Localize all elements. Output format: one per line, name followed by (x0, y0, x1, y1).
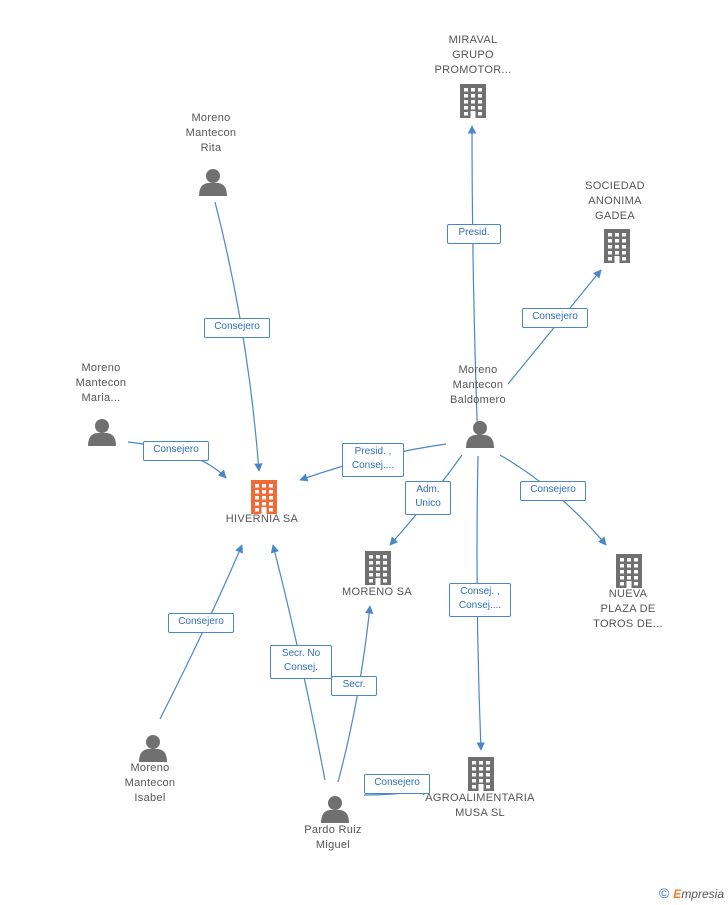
node-label-line: MUSA SL (455, 807, 505, 819)
edge-label-text: Presid. (458, 227, 490, 238)
edge-label-pardo-morenosa[interactable]: Secr. (331, 676, 377, 696)
node-label-line: ANONIMA (588, 195, 642, 207)
edge-label-text: Consejero (530, 484, 576, 495)
footer: ©Empresia (659, 885, 724, 901)
node-label-line: SOCIEDAD (585, 180, 645, 192)
node-label-line: GADEA (594, 210, 635, 222)
edge-label-isabel-hivernia[interactable]: Consejero (168, 613, 234, 633)
edge-label-text: Consej. (284, 662, 318, 673)
edge-pardo-morenosa (337, 605, 374, 783)
edge-label-text: Secr. No (281, 648, 321, 659)
node-label-line: Moreno (458, 364, 498, 376)
node-label-line: Moreno (191, 112, 231, 124)
node-label-morenosa[interactable]: MORENO SA (317, 585, 437, 600)
node-label-line: MIRAVAL (448, 34, 498, 46)
edge-label-pardo-hivernia[interactable]: Secr. No Consej. (270, 645, 332, 679)
edge-label-text: Consejero (214, 321, 260, 332)
node-label-line: Mantecon (185, 127, 237, 139)
edge-label-text: Consejero (153, 444, 199, 455)
node-label-line: Mantecon (75, 377, 127, 389)
node-label-line: Pardo Ruiz (304, 824, 362, 836)
edge-label-text: Unico (415, 498, 441, 509)
building-icon-miraval[interactable] (460, 84, 486, 118)
edge-label-text: Secr. (342, 679, 366, 690)
building-icon-hivernia[interactable] (251, 480, 277, 514)
edge-label-baldomero-sociedad[interactable]: Consejero (522, 308, 588, 328)
person-icon-baldomero[interactable] (466, 421, 494, 448)
node-label-line: Moreno (130, 762, 170, 774)
node-label-line: Isabel (134, 792, 166, 804)
node-label-line: Mantecon (452, 379, 504, 391)
building-icon-nueva[interactable] (616, 554, 642, 588)
node-label-line: Mantecon (124, 777, 176, 789)
edge-label-text: Consejero (374, 777, 420, 788)
edge-label-baldomero-hivernia[interactable]: Presid. , Consej.... (342, 443, 404, 477)
edge-label-baldomero-agro[interactable]: Consej. , Consej.... (449, 583, 511, 617)
person-icon-pardo[interactable] (321, 796, 349, 823)
brand-logo-text: mpresia (681, 887, 724, 901)
building-icon-agro[interactable] (468, 757, 494, 791)
node-label-line: Baldomero (450, 394, 506, 406)
node-label-line: Miguel (315, 839, 351, 851)
node-label-line: MORENO SA (342, 586, 412, 598)
node-label-line: TOROS DE... (593, 618, 663, 630)
edge-label-text: Presid. , (354, 446, 392, 457)
node-label-line: HIVERNIA SA (225, 513, 299, 525)
person-icon-isabel[interactable] (139, 735, 167, 762)
icons-layer (88, 84, 642, 823)
node-label-line: Moreno (81, 362, 121, 374)
node-label-agro[interactable]: AGROALIMENTARIA MUSA SL (420, 791, 540, 821)
edge-label-pardo-agro[interactable]: Consejero (364, 774, 430, 794)
edge-label-maria-hivernia[interactable]: Consejero (143, 441, 209, 461)
node-label-line: Maria... (81, 392, 121, 404)
edge-label-rita-hivernia[interactable]: Consejero (204, 318, 270, 338)
node-label-sociedad[interactable]: SOCIEDAD ANONIMA GADEA (555, 179, 675, 224)
edge-label-baldomero-nueva[interactable]: Consejero (520, 481, 586, 501)
person-icon-maria[interactable] (88, 419, 116, 446)
node-label-miraval[interactable]: MIRAVAL GRUPO PROMOTOR... (413, 33, 533, 78)
node-label-hivernia[interactable]: HIVERNIA SA (202, 512, 322, 527)
copyright-symbol: © (658, 885, 670, 901)
edge-label-text: Consejero (532, 311, 578, 322)
node-label-line: NUEVA (608, 588, 648, 600)
edge-label-baldomero-morenosa[interactable]: Adm. Unico (405, 481, 451, 515)
edge-label-text: Consej.... (351, 460, 395, 471)
edge-label-text: Consejero (178, 616, 224, 627)
edge-baldomero-miraval (467, 125, 479, 448)
building-icon-sociedad[interactable] (604, 229, 630, 263)
edge-label-baldomero-miraval[interactable]: Presid. (447, 224, 501, 244)
brand-logo-letter: E (673, 887, 682, 901)
node-label-line: Rita (200, 142, 222, 154)
node-label-line: PROMOTOR... (434, 64, 512, 76)
node-label-line: AGROALIMENTARIA (425, 792, 535, 804)
node-label-nueva[interactable]: NUEVA PLAZA DE TOROS DE... (568, 587, 688, 632)
edge-label-text: Consej. , (460, 586, 500, 597)
edge-label-text: Adm. (416, 484, 440, 495)
edge-label-text: Consej.... (458, 600, 502, 611)
node-label-line: PLAZA DE (600, 603, 656, 615)
building-icon-morenosa[interactable] (365, 551, 391, 585)
person-icon-rita[interactable] (199, 169, 227, 196)
node-label-line: GRUPO (452, 49, 494, 61)
